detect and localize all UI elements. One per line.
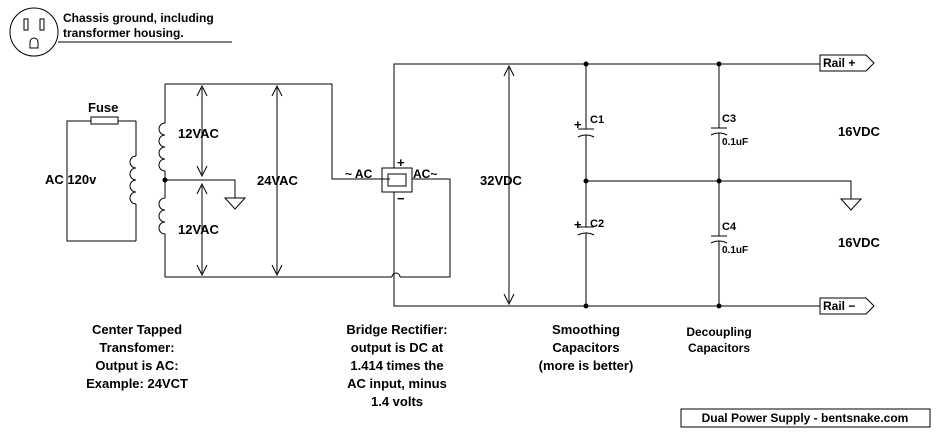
- label-c3-value: 0.1uF: [722, 137, 748, 148]
- primary-wire: [66, 120, 136, 242]
- svg-text:Capacitors: Capacitors: [552, 340, 619, 355]
- label-c4-value: 0.1uF: [722, 245, 748, 256]
- label-c4: C4: [722, 221, 737, 233]
- rail-positive-label: Rail +: [823, 56, 855, 70]
- rectifier-plus: +: [397, 155, 405, 170]
- ac-input-label: AC 120v: [45, 172, 97, 187]
- svg-text:Center Tapped: Center Tapped: [92, 322, 182, 337]
- label-32vdc: 32VDC: [480, 173, 523, 188]
- decoupling-caption: Decoupling Capacitors: [686, 325, 751, 355]
- primary-coil-icon: [129, 155, 137, 205]
- arrow-12vac-bottom: [196, 182, 208, 277]
- svg-text:Decoupling: Decoupling: [686, 325, 751, 339]
- rectifier-minus: −: [397, 191, 405, 206]
- positive-rail-wire: [393, 63, 820, 168]
- svg-text:Smoothing: Smoothing: [552, 322, 620, 337]
- bridge-rectifier-icon: [381, 167, 413, 193]
- arrow-32vdc: [503, 64, 515, 306]
- secondary-coil-icon: [158, 84, 166, 277]
- rectifier-ac-left: ~ AC: [345, 167, 373, 181]
- secondary-top-wire: [165, 83, 390, 180]
- chassis-label-line1: Chassis ground, including: [63, 11, 214, 25]
- svg-text:+: +: [574, 117, 582, 132]
- svg-text:Capacitors: Capacitors: [688, 341, 750, 355]
- svg-text:Transfomer:: Transfomer:: [99, 340, 174, 355]
- fuse-icon: [90, 116, 119, 125]
- svg-text:Example: 24VCT: Example: 24VCT: [86, 376, 188, 391]
- rail-positive-terminal: [819, 54, 875, 72]
- arrow-12vac-top: [196, 84, 208, 178]
- ground-icon-right: [839, 198, 863, 211]
- svg-text:1.4 volts: 1.4 volts: [371, 394, 423, 409]
- label-c2: C2: [590, 218, 604, 230]
- smoothing-caption: Smoothing Capacitors (more is better): [539, 322, 634, 373]
- label-24vac: 24VAC: [257, 173, 299, 188]
- footer-box: [680, 408, 931, 428]
- svg-text:Output is AC:: Output is AC:: [95, 358, 178, 373]
- svg-text:(more is better): (more is better): [539, 358, 634, 373]
- rectifier-ac-right: AC~: [413, 167, 437, 181]
- rail-negative-terminal: [819, 297, 875, 315]
- svg-text:output is DC at: output is DC at: [351, 340, 444, 355]
- label-c1: C1: [590, 114, 604, 126]
- svg-text:1.414 times the: 1.414 times the: [350, 358, 443, 373]
- svg-text:AC input, minus: AC input, minus: [347, 376, 447, 391]
- ground-wire: [586, 180, 852, 199]
- svg-text:Bridge Rectifier:: Bridge Rectifier:: [346, 322, 447, 337]
- transformer-caption: Center Tapped Transfomer: Output is AC: …: [86, 322, 188, 391]
- fuse-label: Fuse: [88, 100, 118, 115]
- center-tap-wire: [165, 179, 236, 198]
- svg-text:+: +: [574, 217, 582, 232]
- negative-rail-wire: [393, 192, 820, 307]
- footer-label: Dual Power Supply - bentsnake.com: [702, 411, 909, 425]
- arrow-24vac: [271, 84, 283, 277]
- rail-top-voltage: 16VDC: [838, 124, 881, 139]
- ground-icon: [223, 197, 247, 210]
- rectifier-caption: Bridge Rectifier: output is DC at 1.414 …: [346, 322, 447, 409]
- rail-negative-label: Rail −: [823, 299, 855, 313]
- chassis-label-line2: transformer housing.: [63, 26, 184, 40]
- outlet-icon: [9, 7, 59, 57]
- label-12vac-bottom: 12VAC: [178, 222, 220, 237]
- rail-bottom-voltage: 16VDC: [838, 235, 881, 250]
- label-c3: C3: [722, 113, 736, 125]
- label-12vac-top: 12VAC: [178, 126, 220, 141]
